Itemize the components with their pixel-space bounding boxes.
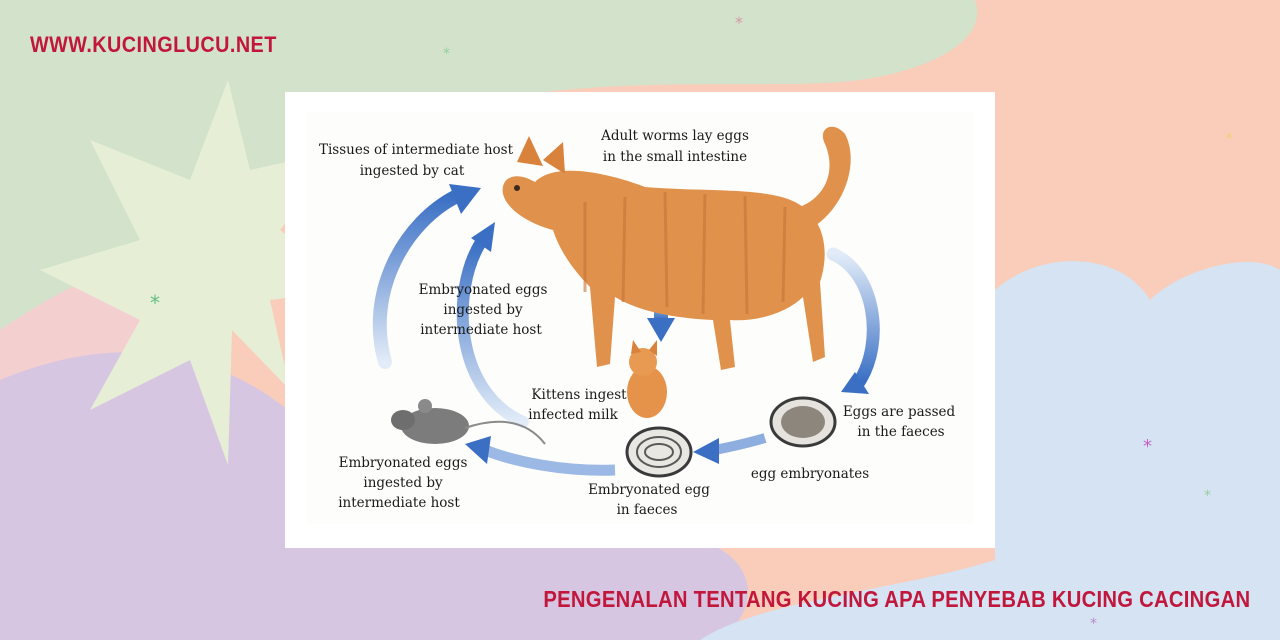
adult-cat-illustration bbox=[502, 126, 851, 370]
label-kittens: Kittens ingest infected milk bbox=[528, 387, 627, 423]
diagram-label-line: Embryonated eggs bbox=[339, 455, 468, 471]
label-embryonated-egg-faeces: Embryonated egg in faeces bbox=[588, 482, 710, 518]
diagram-label-line: intermediate host bbox=[338, 495, 460, 511]
svg-text:*: * bbox=[1143, 436, 1152, 457]
label-embryonated-ingested-upper: Embryonated eggs ingested by intermediat… bbox=[419, 282, 548, 338]
diagram-label-line: ingested by bbox=[363, 475, 443, 491]
svg-text:*: * bbox=[150, 291, 160, 315]
diagram-label-line: Kittens ingest bbox=[531, 387, 627, 403]
svg-text:*: * bbox=[735, 13, 743, 32]
diagram-label-line: Adult worms lay eggs bbox=[600, 128, 749, 144]
green-blob bbox=[0, 0, 978, 360]
svg-text:*: * bbox=[1204, 488, 1211, 504]
svg-text:*: * bbox=[1226, 131, 1232, 145]
svg-text:*: * bbox=[443, 46, 450, 62]
label-adult-worms: Adult worms lay eggs in the small intest… bbox=[600, 128, 749, 165]
blue-blob bbox=[700, 261, 1280, 640]
diagram-label-line: intermediate host bbox=[420, 322, 542, 338]
label-egg-embryonates: egg embryonates bbox=[751, 466, 869, 482]
diagram-label-line: infected milk bbox=[528, 407, 618, 423]
diagram-label-line: in the faeces bbox=[857, 424, 944, 440]
arrow-right bbox=[826, 247, 880, 394]
label-embryonated-ingested-lower: Embryonated eggs ingested by intermediat… bbox=[338, 455, 467, 511]
diagram-label-line: Embryonated eggs bbox=[419, 282, 548, 298]
site-url[interactable]: WWW.KUCINGLUCU.NET bbox=[30, 32, 277, 57]
diagram-label-line: ingested by bbox=[443, 302, 523, 318]
diagram-label-line: ingested by cat bbox=[360, 163, 465, 179]
page-heading: PENGENALAN TENTANG KUCING APA PENYEBAB K… bbox=[543, 586, 1250, 612]
mouse-illustration bbox=[391, 399, 546, 445]
label-tissues: Tissues of intermediate host ingested by… bbox=[319, 142, 514, 179]
diagram-label-line: in the small intestine bbox=[603, 149, 747, 165]
arrow-egg-embryonates bbox=[693, 433, 767, 464]
diagram-card: Tissues of intermediate host ingested by… bbox=[285, 92, 995, 548]
lifecycle-diagram: Tissues of intermediate host ingested by… bbox=[307, 112, 973, 524]
svg-text:*: * bbox=[1090, 616, 1097, 632]
arrow-inner-left bbox=[456, 222, 529, 428]
diagram-label-line: Tissues of intermediate host bbox=[319, 142, 514, 158]
starburst bbox=[40, 80, 350, 465]
diagram-label-line: Embryonated egg bbox=[588, 482, 710, 498]
embryonated-egg-illustration bbox=[625, 426, 693, 478]
arrow-outer-left bbox=[372, 184, 481, 369]
arrow-faeces-to-mouse bbox=[465, 436, 616, 476]
diagram-label-line: Eggs are passed bbox=[843, 404, 956, 420]
diagram-label-line: in faeces bbox=[617, 502, 678, 518]
egg-faeces-illustration bbox=[769, 396, 837, 448]
kitten-illustration bbox=[627, 340, 667, 418]
label-eggs-passed: Eggs are passed in the faeces bbox=[843, 404, 956, 440]
diagram-label-line: egg embryonates bbox=[751, 466, 869, 482]
